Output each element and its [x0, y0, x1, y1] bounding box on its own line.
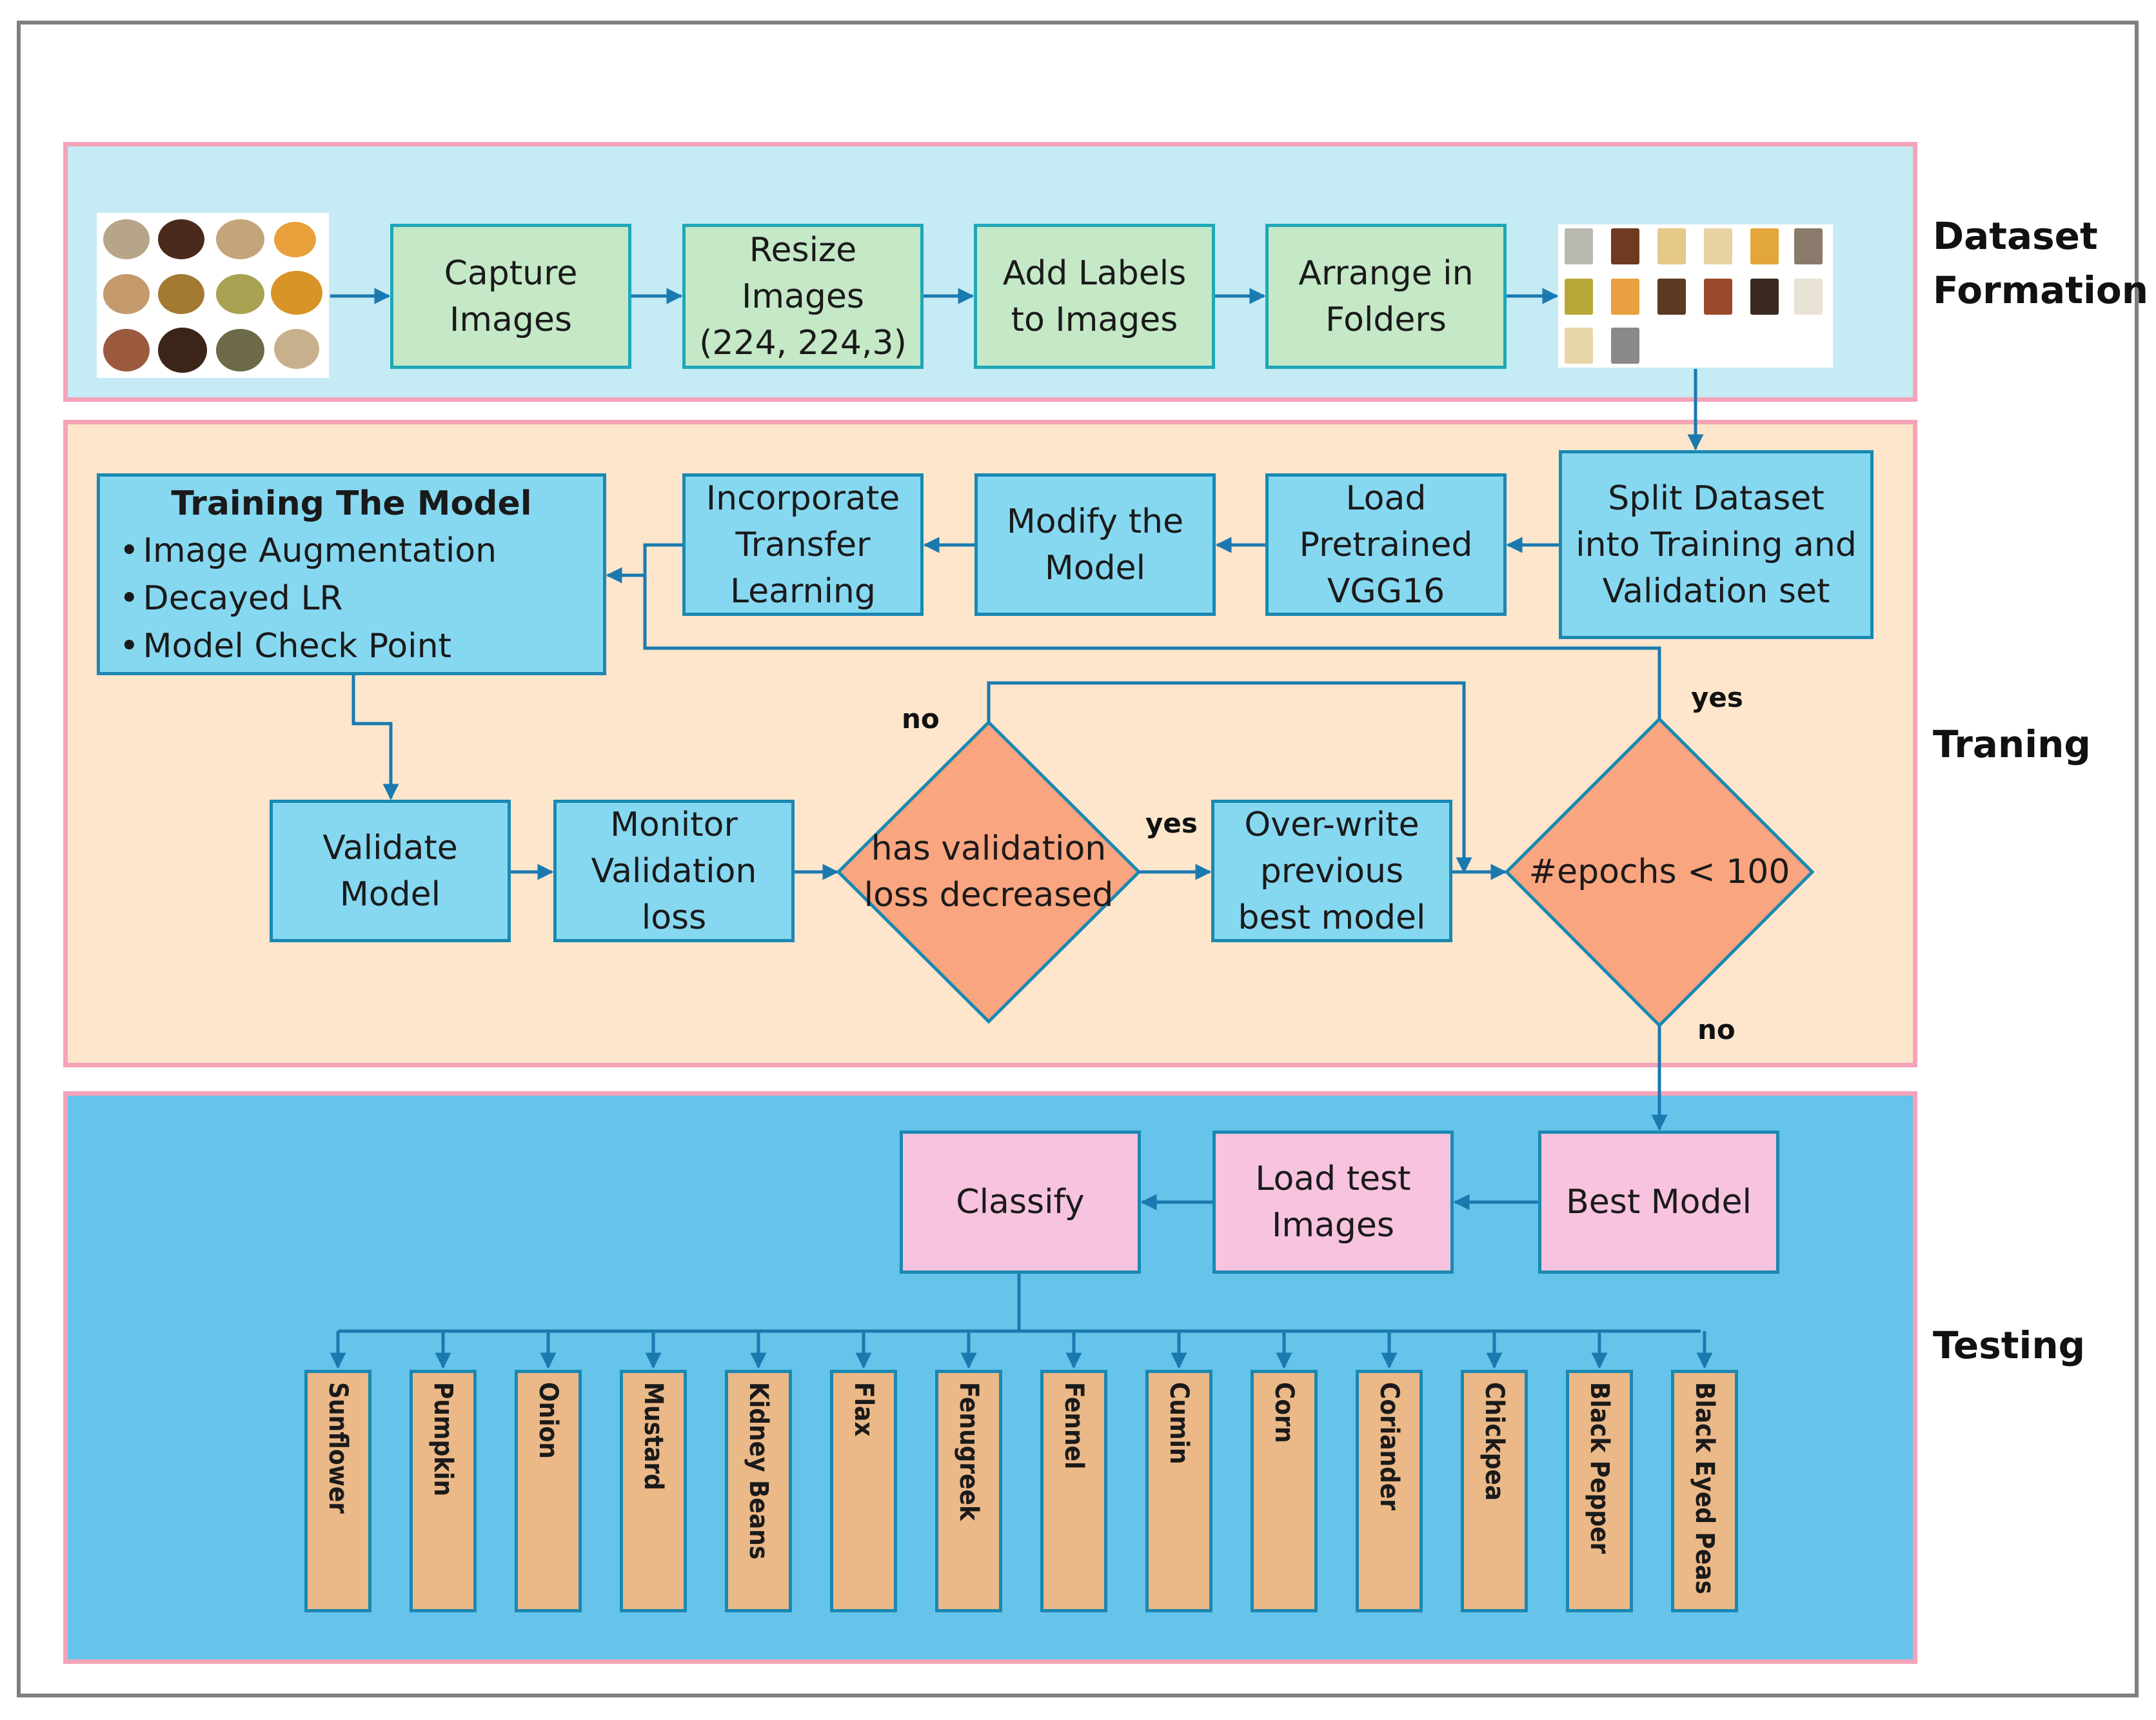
resize-images-box: Resize Images (224, 224,3) [682, 224, 924, 369]
training-model-list: Image Augmentation Decayed LR Model Chec… [119, 527, 584, 670]
section-label-training: Traning [1933, 722, 2091, 766]
class-box: Sunflower [304, 1370, 371, 1612]
load-test-images-box: Load test Images [1212, 1131, 1454, 1274]
seed-photo-collage [97, 213, 329, 378]
class-box: Chickpea [1461, 1370, 1528, 1612]
class-box: Onion [515, 1370, 582, 1612]
arrow-loss-no-loop [987, 681, 1472, 874]
training-item: Decayed LR [119, 575, 584, 622]
class-label: Chickpea [1479, 1382, 1509, 1501]
label-no-loss: no [902, 703, 940, 735]
class-box: Black Eyed Peas [1671, 1370, 1738, 1612]
class-label: Sunflower [323, 1382, 353, 1514]
validate-model-box: Validate Model [270, 800, 511, 942]
class-box: Mustard [620, 1370, 687, 1612]
arrow-transfer-training [606, 543, 682, 584]
class-box: Kidney Beans [725, 1370, 792, 1612]
monitor-loss-box: Monitor Validation loss [553, 800, 795, 942]
add-labels-box: Add Labels to Images [974, 224, 1215, 369]
arrow-epochs-yes-loop [643, 575, 1661, 719]
class-label: Kidney Beans [744, 1382, 773, 1560]
capture-images-box: Capture Images [390, 224, 631, 369]
section-label-testing: Testing [1933, 1323, 2086, 1367]
class-label: Fenugreek [954, 1382, 984, 1521]
best-model-box: Best Model [1538, 1131, 1779, 1274]
decision-epochs-text: #epochs < 100 [1528, 853, 1790, 891]
class-label: Black Pepper [1585, 1382, 1614, 1554]
folder-thumbnails [1558, 224, 1833, 368]
class-box: Pumpkin [410, 1370, 477, 1612]
class-label: Mustard [638, 1382, 668, 1490]
label-yes-loss: yes [1145, 807, 1198, 839]
class-label: Flax [849, 1382, 878, 1437]
class-box: Flax [830, 1370, 897, 1612]
class-label: Black Eyed Peas [1690, 1382, 1719, 1595]
training-model-box: Training The Model Image Augmentation De… [97, 473, 606, 675]
decision-loss-text: has validation loss decreased [864, 829, 1114, 914]
arrange-folders-box: Arrange in Folders [1265, 224, 1507, 369]
split-dataset-box: Split Dataset into Training and Validati… [1559, 450, 1874, 639]
overwrite-model-box: Over-write previous best model [1211, 800, 1452, 942]
class-box: Coriander [1356, 1370, 1423, 1612]
class-box: Fenugreek [935, 1370, 1002, 1612]
class-box: Cumin [1145, 1370, 1212, 1612]
transfer-learning-box: Incorporate Transfer Learning [682, 473, 924, 616]
class-label: Pumpkin [428, 1382, 458, 1497]
classify-box: Classify [900, 1131, 1141, 1274]
class-label: Fennel [1059, 1382, 1089, 1470]
section-label-dataset: Dataset Formation [1933, 214, 2149, 312]
class-label: Corn [1269, 1382, 1299, 1443]
load-pretrained-box: Load Pretrained VGG16 [1265, 473, 1507, 616]
training-item: Model Check Point [119, 622, 584, 670]
arrow-training-validate [351, 675, 399, 800]
class-label: Cumin [1164, 1382, 1194, 1465]
class-label: Onion [533, 1382, 563, 1459]
label-no-epochs: no [1697, 1014, 1736, 1045]
training-item: Image Augmentation [119, 527, 584, 575]
class-box: Corn [1251, 1370, 1318, 1612]
label-yes-epochs: yes [1691, 682, 1743, 713]
class-box: Fennel [1040, 1370, 1107, 1612]
class-label: Coriander [1374, 1382, 1404, 1511]
decision-loss-diamond [836, 720, 1142, 1024]
class-box: Black Pepper [1566, 1370, 1633, 1612]
modify-model-box: Modify the Model [974, 473, 1216, 616]
training-model-title: Training The Model [171, 484, 532, 523]
outer-frame [17, 21, 2139, 1697]
